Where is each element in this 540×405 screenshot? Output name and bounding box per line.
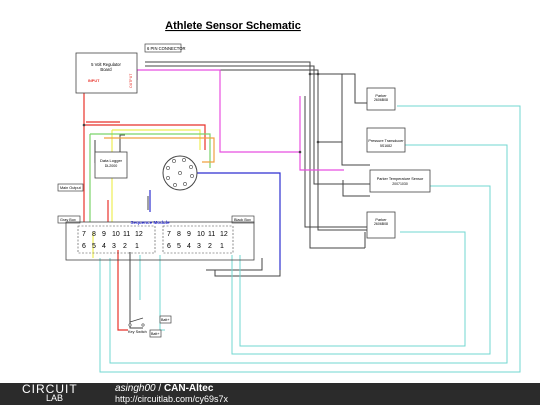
black-box-label: Black Box — [234, 218, 251, 222]
right-pin-top-3: 9 — [187, 231, 191, 238]
pressure-transducer — [366, 127, 406, 153]
right-connector — [162, 225, 234, 254]
logo-wordmark-bottom: LAB — [46, 393, 64, 403]
wires-orange — [104, 137, 215, 163]
parker-sensor-1-part: 2606B08 — [374, 98, 388, 102]
battery-terminal-1 — [159, 315, 172, 324]
circuitlab-logo[interactable]: CIRCUIT LAB — [22, 382, 78, 403]
footer-bar: CIRCUIT LAB asingh00 / CAN-Altec http://… — [0, 383, 540, 405]
logo-wordmark-top: CIRCUIT — [22, 382, 78, 396]
left-pin-top-3: 9 — [102, 231, 106, 238]
main-output-box — [57, 183, 84, 192]
project-credit: asingh00 / CAN-Altec — [115, 384, 213, 394]
regulator-label-line1: 5 Volt Regulator — [91, 62, 121, 67]
key-switch-terminal-a — [128, 323, 132, 327]
regulator-board — [75, 52, 138, 94]
key-switch-label: Key Switch — [128, 330, 147, 334]
main-output-label: Main Output — [60, 186, 82, 190]
key-switch-contact — [129, 317, 144, 323]
six-pin-connector-label: 6 PIN CONNECTOR — [147, 46, 186, 51]
left-pin-bottom-1: 6 — [82, 243, 86, 250]
six-pin-connector — [144, 43, 182, 53]
parker-sensor-2-name: Parker — [375, 218, 387, 222]
right-pin-bottom-3: 4 — [187, 243, 191, 250]
parker-temperature-sensor — [369, 169, 431, 193]
left-pin-bottom-5: 2 — [123, 243, 127, 250]
wires-blue — [149, 172, 281, 270]
right-pin-top-5: 11 — [208, 231, 215, 238]
left-pin-top-6: 12 — [135, 231, 143, 238]
sequence-module-frame — [65, 221, 255, 261]
right-pin-top-6: 12 — [220, 231, 228, 238]
project-url[interactable]: http://circuitlab.com/cy69s7x — [115, 394, 229, 404]
parker-sensor-2-part: 2606B08 — [374, 222, 388, 226]
wires-red — [83, 87, 206, 331]
left-connector-pins: 7 8 9 10 11 12 6 5 4 3 2 1 — [82, 231, 143, 250]
right-pin-top-4: 10 — [197, 231, 205, 238]
project-name[interactable]: CAN-Altec — [163, 383, 214, 394]
key-switch-terminal-b — [141, 323, 145, 327]
parker-sensor-1 — [366, 87, 396, 111]
gray-box-label: Gray Box — [60, 218, 76, 222]
left-connector — [77, 225, 156, 254]
data-logger-line2: DL2000 — [105, 164, 118, 168]
right-pin-bottom-2: 5 — [177, 243, 181, 250]
credit-separator: / — [155, 383, 164, 394]
right-pin-bottom-1: 6 — [167, 243, 171, 250]
black-box — [231, 215, 255, 224]
diagram-title: Athlete Sensor Schematic — [165, 20, 301, 32]
wires-yellow — [92, 129, 201, 258]
author-name[interactable]: asingh00 — [115, 383, 156, 394]
schematic-diagram: Athlete Sensor Schematic — [57, 20, 521, 373]
battery-terminal-1-label: Batt+ — [161, 318, 170, 322]
wires-green — [89, 133, 211, 222]
right-pin-bottom-4: 3 — [197, 243, 201, 250]
gray-box — [57, 215, 81, 224]
parker-sensor-2 — [366, 211, 396, 239]
regulator-output-label: OUTPUT — [129, 73, 133, 88]
left-pin-bottom-3: 4 — [102, 243, 106, 250]
parker-sensor-1-name: Parker — [375, 94, 387, 98]
pressure-transducer-name: Pressure Transducer — [368, 139, 404, 143]
temp-sensor-name: Parker Temperature Sensor — [377, 177, 424, 181]
data-logger — [94, 151, 128, 179]
regulator-label-line2: Board — [100, 67, 112, 72]
right-pin-top-1: 7 — [167, 231, 171, 238]
left-pin-bottom-6: 1 — [135, 243, 139, 250]
data-logger-line1: Data Logger — [100, 158, 123, 163]
junction-dots — [82, 72, 320, 154]
sequence-module-label: Sequence Module — [130, 220, 169, 225]
temp-sensor-part: 20071030 — [392, 182, 408, 186]
left-pin-top-4: 10 — [112, 231, 120, 238]
battery-terminal-2 — [149, 329, 162, 338]
right-connector-pins: 7 8 9 10 11 12 6 5 4 3 2 1 — [167, 231, 228, 250]
pressure-transducer-part: 5S1682 — [380, 144, 392, 148]
left-pin-top-2: 8 — [92, 231, 96, 238]
wires-magenta — [136, 69, 344, 171]
right-pin-top-2: 8 — [177, 231, 181, 238]
left-pin-top-1: 7 — [82, 231, 86, 238]
left-pin-bottom-4: 3 — [112, 243, 116, 250]
left-pin-bottom-2: 5 — [92, 243, 96, 250]
right-pin-bottom-6: 1 — [220, 243, 224, 250]
left-pin-top-5: 11 — [123, 231, 130, 238]
battery-terminal-2-label: Batt+ — [151, 332, 160, 336]
regulator-input-label: INPUT — [88, 79, 100, 83]
right-pin-bottom-5: 2 — [208, 243, 212, 250]
circular-connector-pins — [166, 158, 194, 187]
